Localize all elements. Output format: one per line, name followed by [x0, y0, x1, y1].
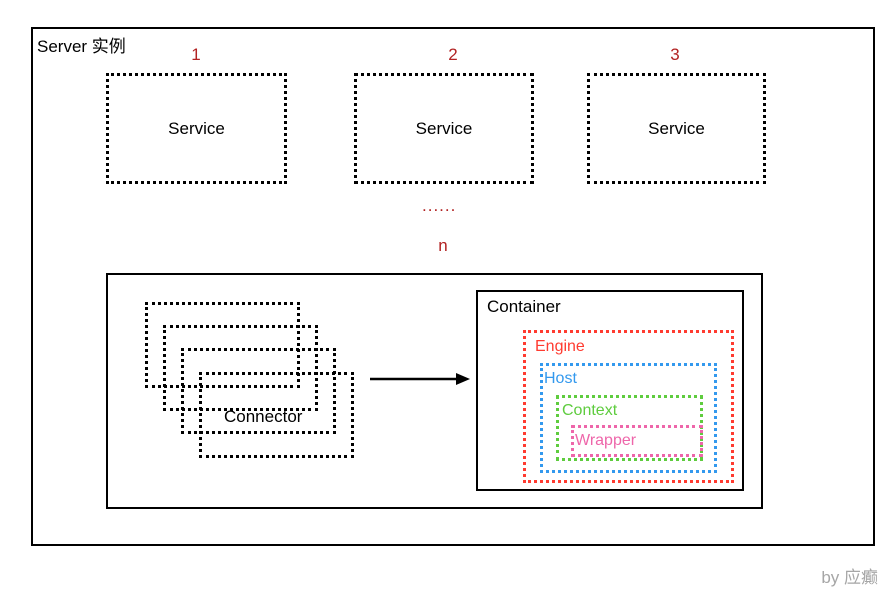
connector-box-2 [163, 325, 318, 411]
right-arrow-icon [368, 368, 472, 390]
ellipsis-dots: ...... [422, 196, 457, 215]
service-box-3: Service [587, 73, 766, 184]
host-box [540, 363, 717, 473]
connector-label: Connector [224, 407, 303, 426]
connector-box-4 [199, 372, 354, 458]
service-label-1: Service [168, 118, 225, 138]
signature-text: by 应癫 [821, 568, 878, 587]
connector-box-1 [145, 302, 300, 388]
service-index-3: 3 [670, 45, 680, 64]
service-index-2: 2 [448, 45, 458, 64]
service-box-1: Service [106, 73, 287, 184]
lower-panel [106, 273, 763, 509]
service-label-3: Service [648, 118, 705, 138]
connector-box-3 [181, 348, 336, 434]
engine-label: Engine [535, 338, 585, 355]
server-frame [31, 27, 875, 546]
host-label: Host [544, 370, 577, 387]
service-label-2: Service [415, 118, 473, 138]
service-box-2: Service [354, 73, 534, 184]
container-label: Container [487, 297, 561, 316]
wrapper-label: Wrapper [575, 432, 637, 449]
wrapper-box [571, 425, 703, 457]
context-label: Context [562, 402, 618, 419]
server-title: Server 实例 [37, 37, 126, 56]
n-label: n [438, 236, 448, 255]
engine-box [523, 330, 734, 483]
container-box [476, 290, 744, 491]
service-index-1: 1 [191, 45, 201, 64]
